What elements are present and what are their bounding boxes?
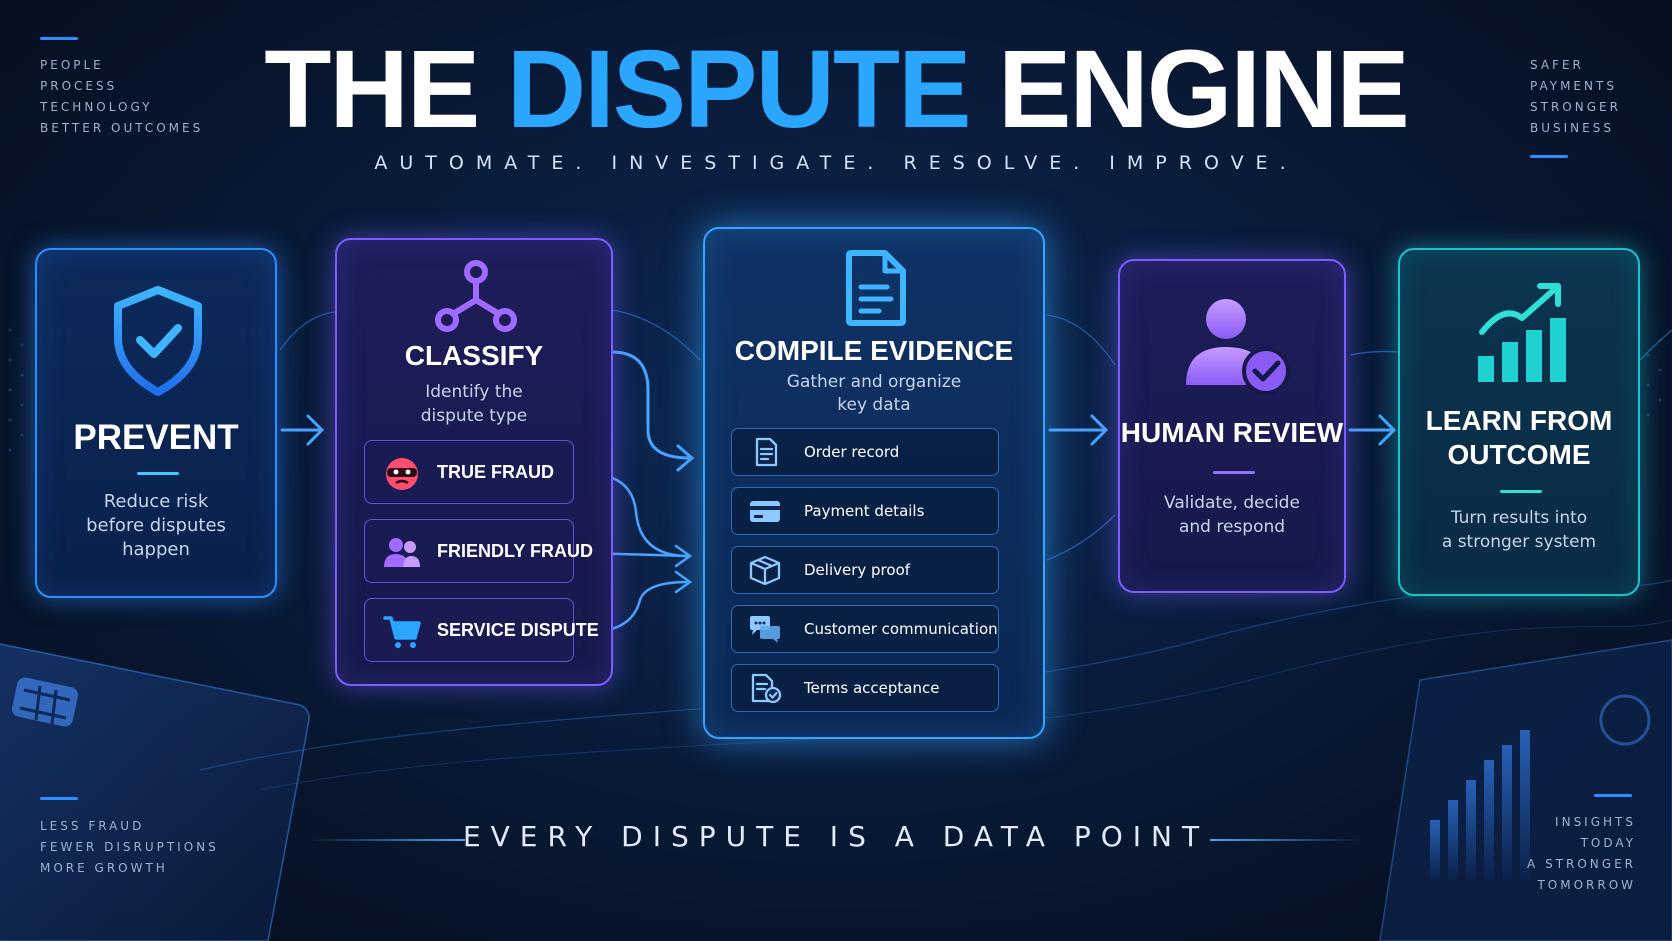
corner-caption-bottom-left: LESS FRAUD FEWER DISRUPTIONS MORE GROWTH xyxy=(40,816,219,879)
footer-rule-left xyxy=(310,839,465,841)
evidence-label: Order record xyxy=(804,443,900,461)
desc-line: a stronger system xyxy=(1441,532,1597,552)
document-check-icon xyxy=(751,673,782,703)
step-description: Validate, decide and respond xyxy=(1120,491,1344,539)
document-icon xyxy=(755,437,778,467)
chat-bubbles-icon xyxy=(750,616,780,643)
dispute-type-true-fraud[interactable]: TRUE FRAUD xyxy=(364,440,574,504)
title-underline xyxy=(137,472,179,475)
corner-caption-top-left: PEOPLE PROCESS TECHNOLOGY BETTER OUTCOME… xyxy=(40,55,203,139)
credit-card-icon xyxy=(750,501,780,522)
arrow-prevent-classify xyxy=(280,414,325,446)
desc-line: Identify the xyxy=(425,382,523,402)
caption-line: TECHNOLOGY xyxy=(40,100,153,114)
title-line: OUTCOME xyxy=(1447,439,1591,470)
branch-icon xyxy=(435,260,517,332)
dispute-type-label: SERVICE DISPUTE xyxy=(437,620,599,640)
step-review-card: HUMAN REVIEW Validate, decide and respon… xyxy=(1118,259,1346,593)
title-underline xyxy=(1213,471,1255,474)
caption-line: INSIGHTS xyxy=(1555,815,1636,829)
evidence-item-delivery-proof[interactable]: Delivery proof xyxy=(731,546,999,594)
title-part: ENGINE xyxy=(969,28,1410,151)
step-prevent-card: PREVENT Reduce risk before disputes happ… xyxy=(35,248,277,598)
user-check-icon xyxy=(1186,299,1290,395)
corner-accent-top-left xyxy=(40,37,78,40)
desc-line: Turn results into xyxy=(1450,508,1588,528)
step-learn-card: LEARN FROM OUTCOME Turn results into a s… xyxy=(1398,248,1640,596)
step-description: Turn results into a stronger system xyxy=(1400,506,1638,554)
step-title: CLASSIFY xyxy=(404,340,544,371)
caption-line: FEWER DISRUPTIONS xyxy=(40,840,219,854)
arrow-evidence-review xyxy=(1048,414,1109,446)
page-subtitle: AUTOMATE. INVESTIGATE. RESOLVE. IMPROVE. xyxy=(374,152,1298,174)
caption-line: MORE GROWTH xyxy=(40,861,168,875)
step-evidence-card: COMPILE EVIDENCE Gather and organize key… xyxy=(703,227,1045,739)
cart-icon xyxy=(383,616,421,648)
title-line: LEARN FROM xyxy=(1425,405,1613,436)
step-classify-card: CLASSIFY Identify the dispute type TRUE … xyxy=(335,238,613,686)
dispute-type-label: TRUE FRAUD xyxy=(437,462,554,482)
step-title: COMPILE EVIDENCE xyxy=(734,335,1014,366)
corner-caption-bottom-right: INSIGHTS TODAY A STRONGER TOMORROW xyxy=(1527,812,1636,896)
step-description: Identify the dispute type xyxy=(337,380,611,428)
step-title: HUMAN REVIEW xyxy=(1120,417,1344,448)
title-part: THE xyxy=(264,28,507,151)
caption-line: A STRONGER xyxy=(1527,857,1636,871)
desc-line: Validate, decide xyxy=(1164,493,1300,513)
corner-accent-bottom-left xyxy=(40,797,78,800)
footer-tagline: EVERY DISPUTE IS A DATA POINT xyxy=(462,820,1210,853)
caption-line: STRONGER xyxy=(1530,100,1621,114)
dispute-type-friendly-fraud[interactable]: FRIENDLY FRAUD xyxy=(364,519,593,583)
caption-line: PEOPLE xyxy=(40,58,104,72)
dispute-type-service-dispute[interactable]: SERVICE DISPUTE xyxy=(364,598,599,662)
masked-face-icon xyxy=(386,458,418,490)
credit-card-decor xyxy=(0,643,310,941)
title-accent: DISPUTE xyxy=(506,28,972,151)
desc-line: before disputes xyxy=(86,515,226,536)
step-title: PREVENT xyxy=(73,418,239,457)
step-title: LEARN FROM OUTCOME xyxy=(1400,404,1638,472)
dispute-type-label: FRIENDLY FRAUD xyxy=(437,541,594,561)
evidence-item-payment-details[interactable]: Payment details xyxy=(731,487,999,535)
arrow-classify-evidence xyxy=(610,350,695,472)
shield-check-icon xyxy=(114,286,202,396)
corner-accent-bottom-right xyxy=(1594,794,1632,797)
people-icon xyxy=(384,538,420,567)
corner-accent-top-right xyxy=(1530,155,1568,158)
caption-line: LESS FRAUD xyxy=(40,819,145,833)
caption-line: TODAY xyxy=(1580,836,1636,850)
evidence-label: Payment details xyxy=(804,502,925,520)
arrow-review-learn xyxy=(1348,414,1397,446)
document-icon xyxy=(846,250,906,326)
title-underline xyxy=(1500,490,1542,493)
growth-chart-icon xyxy=(1478,283,1566,382)
desc-line: dispute type xyxy=(420,406,528,426)
caption-line: SAFER xyxy=(1530,58,1584,72)
dashboard-decor xyxy=(1379,639,1672,941)
caption-line: PAYMENTS xyxy=(1530,79,1617,93)
corner-caption-top-right: SAFER PAYMENTS STRONGER BUSINESS xyxy=(1530,55,1621,139)
evidence-item-order-record[interactable]: Order record xyxy=(731,428,999,476)
evidence-label: Terms acceptance xyxy=(804,679,940,697)
desc-line: happen xyxy=(122,539,190,560)
caption-line: BETTER OUTCOMES xyxy=(40,121,204,135)
desc-line: Reduce risk xyxy=(103,491,209,512)
desc-line: and respond xyxy=(1178,517,1286,537)
caption-line: TOMORROW xyxy=(1537,878,1636,892)
footer-rule-right xyxy=(1210,839,1365,841)
evidence-label: Customer communication xyxy=(804,620,998,638)
evidence-item-terms-acceptance[interactable]: Terms acceptance xyxy=(731,664,999,712)
package-icon xyxy=(749,555,781,585)
step-description: Gather and organize key data xyxy=(705,371,1043,417)
caption-line: PROCESS xyxy=(40,79,118,93)
evidence-label: Delivery proof xyxy=(804,561,911,579)
desc-line: Gather and organize xyxy=(786,372,962,392)
step-description: Reduce risk before disputes happen xyxy=(37,490,275,562)
page-title: THE DISPUTE ENGINE xyxy=(0,30,1672,150)
caption-line: BUSINESS xyxy=(1530,121,1614,135)
desc-line: key data xyxy=(837,395,911,415)
evidence-item-customer-communication[interactable]: Customer communication xyxy=(731,605,999,653)
